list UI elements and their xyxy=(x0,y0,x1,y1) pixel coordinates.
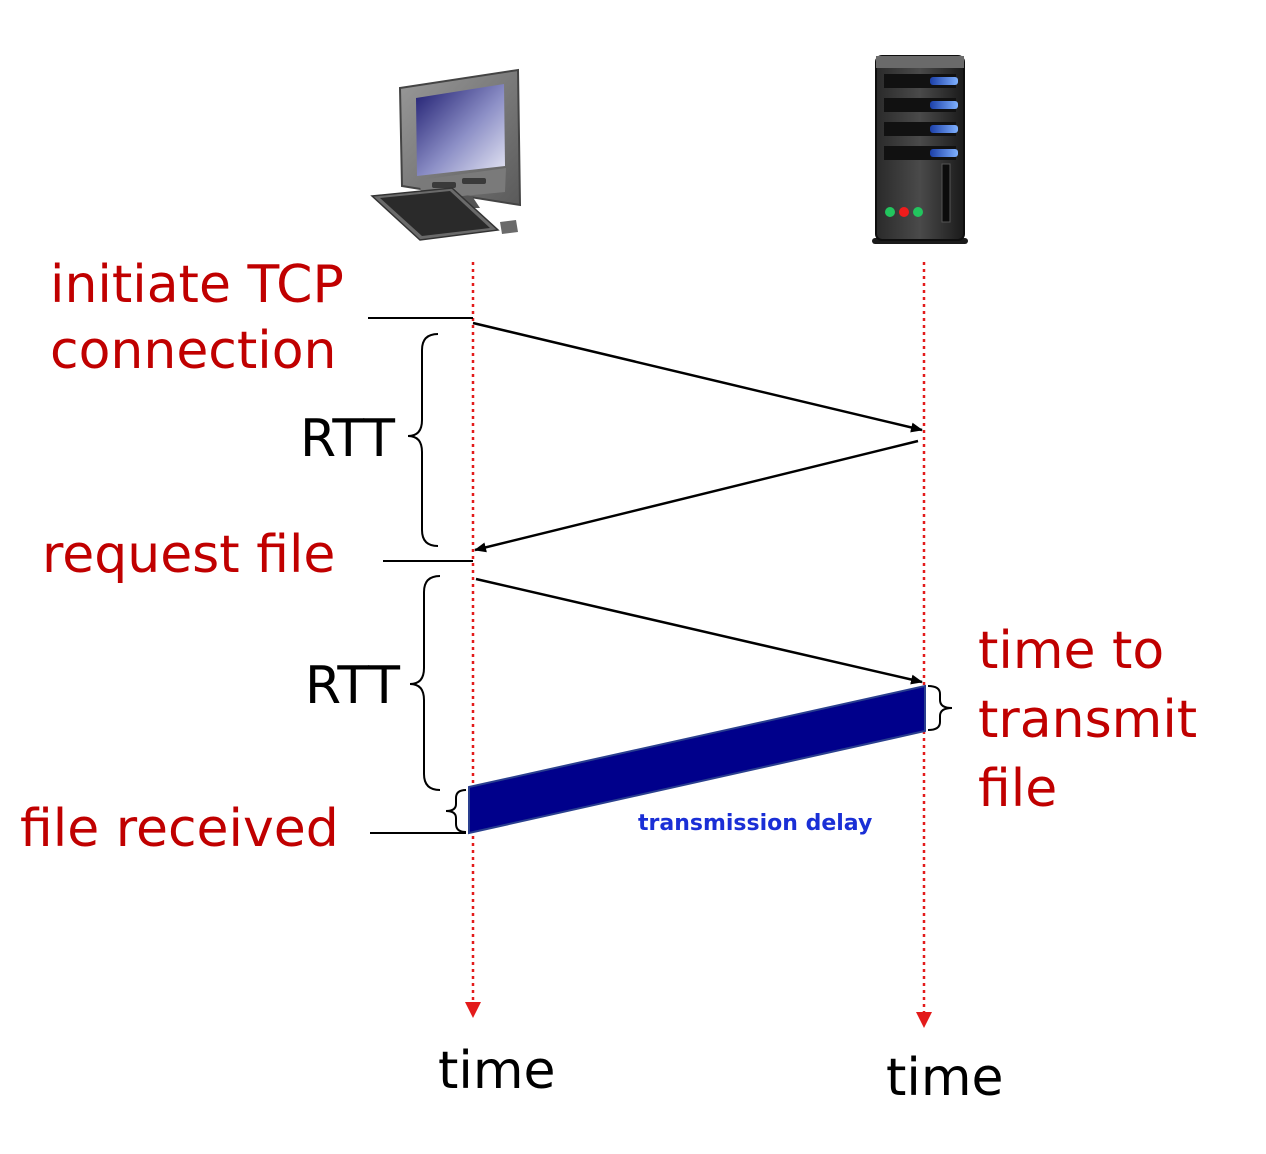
rtt-label-second: RTT xyxy=(305,656,400,716)
file-received-label: file received xyxy=(20,799,339,859)
file-received-brace xyxy=(445,789,467,833)
client-time-label: time xyxy=(438,1041,555,1101)
synack-arrow xyxy=(474,439,919,553)
client-timeline xyxy=(465,262,481,1018)
rtt-brace-second xyxy=(409,575,441,791)
initiate-label-line2: connection xyxy=(50,321,337,381)
server-led-green xyxy=(913,207,923,217)
file-transmission-block xyxy=(468,684,926,835)
initiate-label-line1: initiate TCP xyxy=(50,255,344,315)
server-led-red xyxy=(899,207,909,217)
syn-arrow xyxy=(472,321,923,433)
server-timeline xyxy=(916,262,932,1028)
rtt-label-first: RTT xyxy=(300,409,395,469)
request-arrow xyxy=(475,577,923,685)
desktop-computer-icon xyxy=(370,68,522,241)
transmit-label-line2: transmit xyxy=(978,690,1197,750)
transmit-label-line1: time to xyxy=(978,621,1164,681)
request-file-label: request file xyxy=(42,525,335,585)
server-tower-icon xyxy=(872,55,968,244)
transmission-delay-label: transmission delay xyxy=(638,811,872,836)
transmit-label-line3: file xyxy=(978,759,1057,819)
rtt-brace-first xyxy=(407,333,439,547)
transmit-time-brace xyxy=(927,685,953,731)
server-time-label: time xyxy=(886,1048,1003,1108)
server-led-green xyxy=(885,207,895,217)
